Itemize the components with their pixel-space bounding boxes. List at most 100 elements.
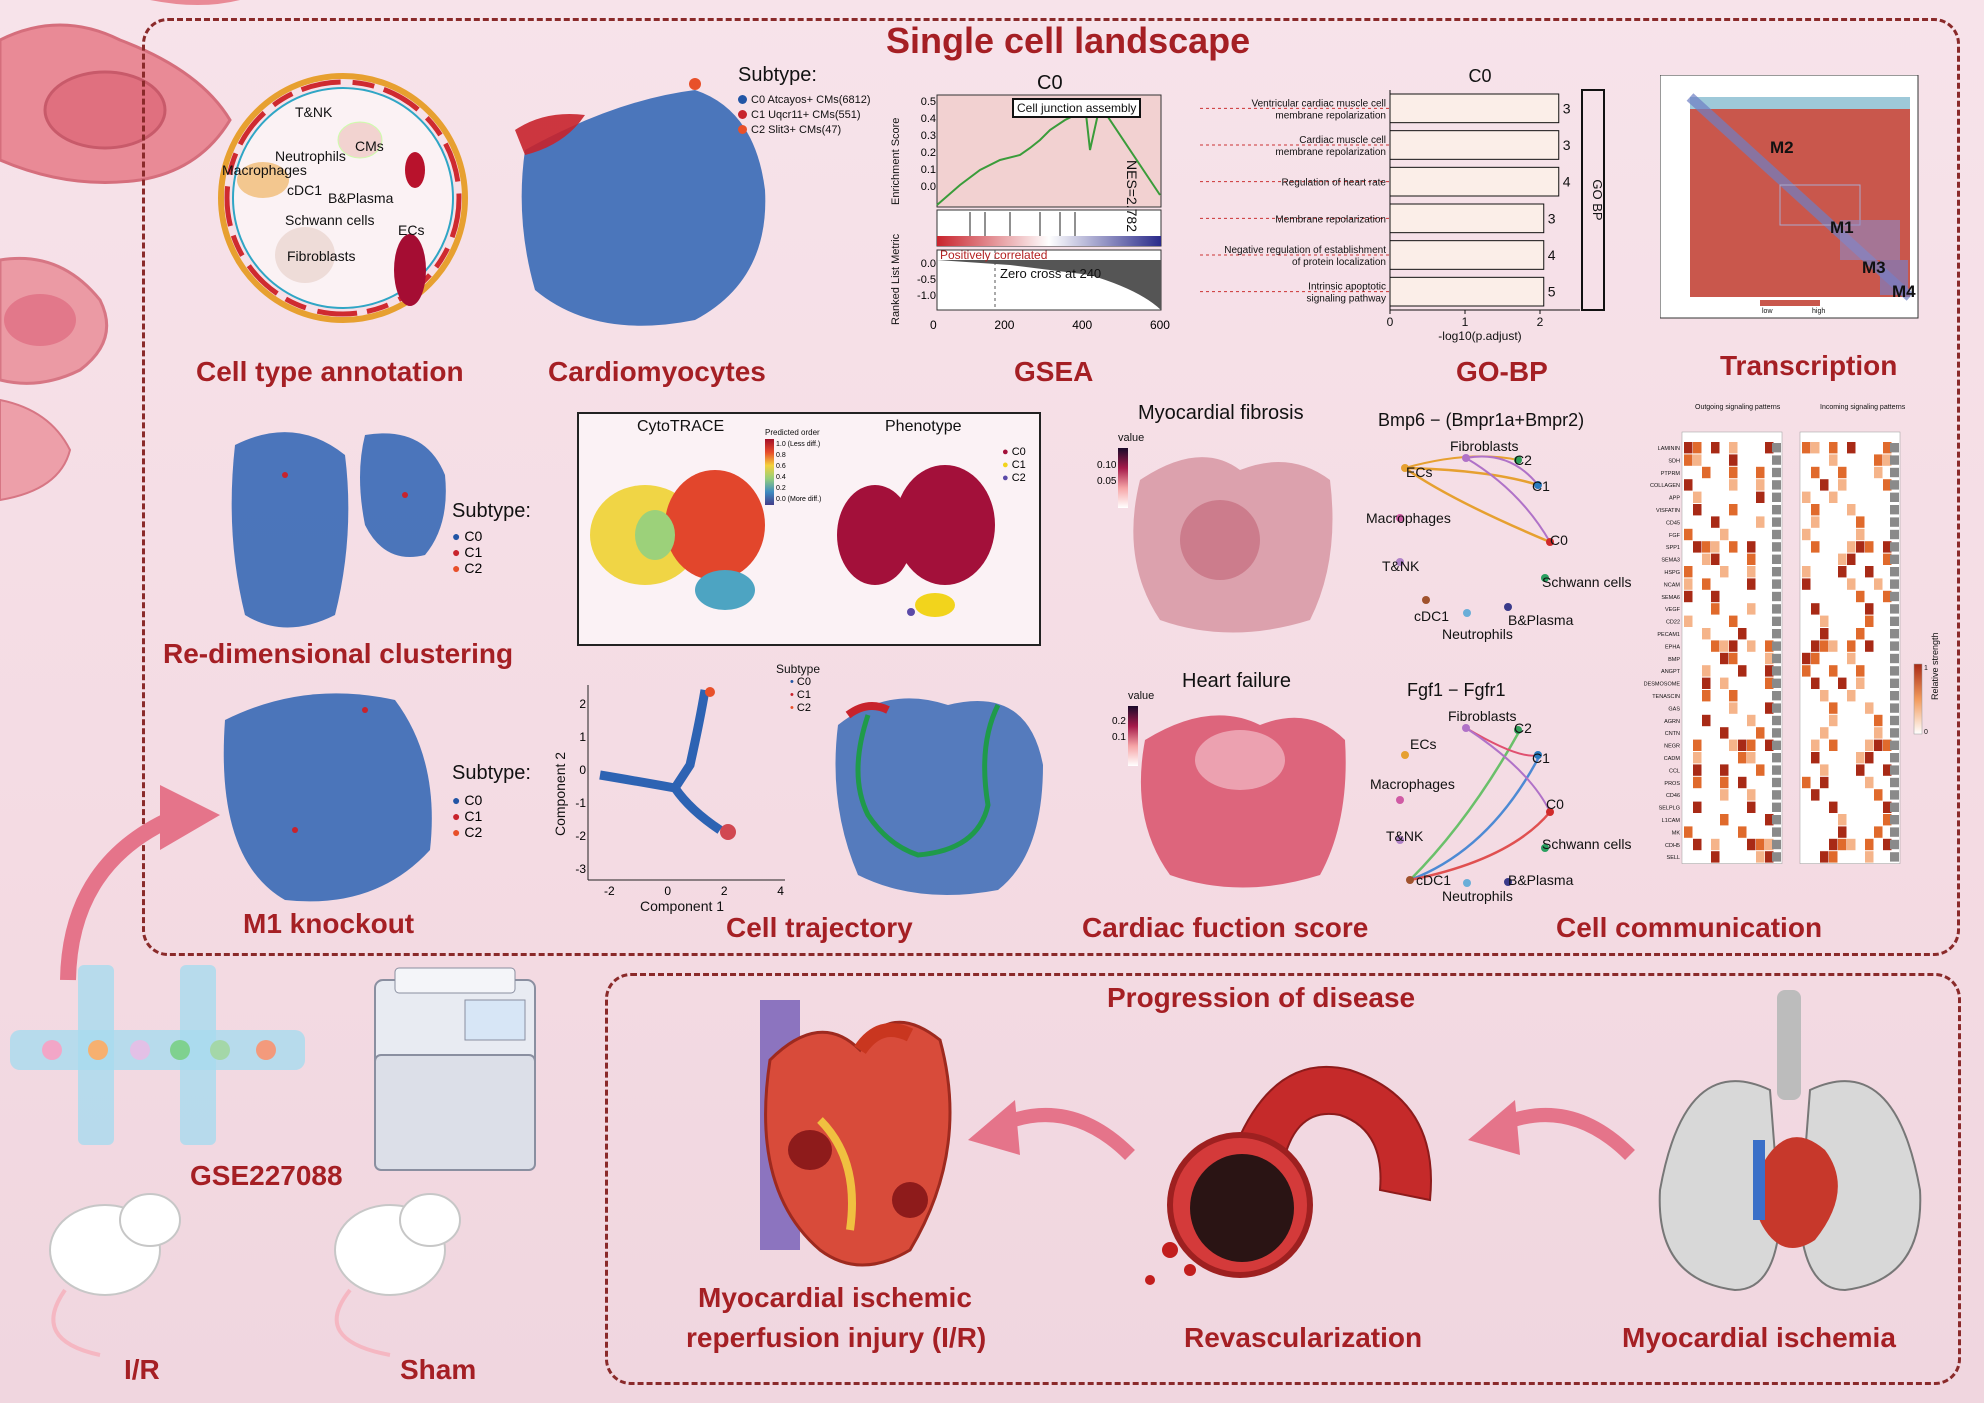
- incoming-heat-cell: [1856, 677, 1865, 689]
- incoming-heat-cell: [1856, 628, 1865, 640]
- outgoing-heat-cell: [1684, 615, 1693, 627]
- communication-heatmap: LAMININSDHPTPRMCOLLAGENAPPVISFATINCD45FG…: [1644, 431, 1928, 864]
- incoming-heat-cell: [1847, 504, 1856, 516]
- trajectory-plot: [587, 685, 785, 881]
- label-gsea: GSEA: [1014, 356, 1094, 387]
- outgoing-heat-cell: [1729, 615, 1738, 627]
- heatmap-row-label: SPP1: [1666, 545, 1680, 551]
- incoming-bar: [1890, 542, 1899, 552]
- outgoing-heat-cell: [1729, 652, 1738, 665]
- incoming-heat-cell: [1820, 851, 1829, 863]
- incoming-bar: [1890, 629, 1899, 639]
- heatmap-row-label: PTPRM: [1661, 471, 1681, 477]
- outgoing-heat-cell: [1720, 814, 1729, 826]
- incoming-heat-cell: [1820, 690, 1829, 702]
- incoming-bar: [1890, 691, 1899, 701]
- outgoing-heat-cell: [1756, 727, 1765, 739]
- outgoing-heat-cell: [1729, 442, 1738, 454]
- outgoing-bar: [1772, 529, 1781, 540]
- gobp-x-label: -log10(p.adjust): [1438, 329, 1521, 343]
- outgoing-heat-cell: [1738, 628, 1747, 640]
- redim-legend-c0: ● C0: [452, 528, 483, 544]
- outgoing-heat-cell: [1747, 640, 1756, 652]
- incoming-heat-cell: [1865, 752, 1874, 764]
- outgoing-bar: [1772, 492, 1781, 502]
- gobp-count-label: 3: [1548, 210, 1556, 226]
- outgoing-heat-cell: [1747, 578, 1756, 590]
- incoming-bar: [1890, 802, 1899, 812]
- incoming-heat-cell: [1802, 578, 1811, 590]
- incoming-bar: [1890, 529, 1899, 540]
- heatmap-row-label: BMP: [1668, 657, 1680, 663]
- heatmap-row-label: MK: [1672, 830, 1681, 836]
- outgoing-heat-cell: [1765, 665, 1774, 677]
- gobp-count-label: 4: [1563, 174, 1571, 190]
- incoming-heat-cell: [1847, 640, 1856, 652]
- heatmap-row-label: L1CAM: [1662, 818, 1681, 824]
- arrow-left-2-icon: [1468, 1100, 1635, 1160]
- incoming-heat-cell: [1820, 727, 1829, 739]
- heatmap-row-label: LAMININ: [1658, 446, 1680, 452]
- lab-illustration: [10, 965, 536, 1357]
- incoming-heat-cell: [1865, 739, 1874, 751]
- phenotype-legend-c2: ● C2: [1002, 472, 1026, 484]
- trajectory-x-label: Component 1: [640, 898, 725, 914]
- gobp-bar: [1389, 203, 1545, 234]
- relative-strength-tick-low: 0: [1924, 729, 1928, 736]
- outgoing-heat-cell: [1756, 479, 1765, 491]
- bmp6-network: [1396, 454, 1554, 617]
- incoming-heat-cell: [1883, 442, 1892, 454]
- gobp-bar: [1389, 130, 1560, 160]
- incoming-bar: [1890, 604, 1899, 614]
- gobp-bar: [1389, 276, 1545, 307]
- outgoing-heat-cell: [1720, 789, 1729, 801]
- outgoing-heat-cell: [1693, 776, 1702, 789]
- heatmap-row-label: CNTN: [1665, 731, 1680, 737]
- outgoing-heat-cell: [1693, 764, 1702, 776]
- label-cardiomyocytes: Cardiomyocytes: [548, 356, 766, 387]
- incoming-heat-cell: [1838, 479, 1847, 491]
- trajectory-legend: • C0 • C1 • C2: [790, 676, 811, 715]
- incoming-heat-cell: [1865, 566, 1874, 578]
- outgoing-heat-cell: [1711, 838, 1720, 851]
- incoming-bar: [1890, 678, 1899, 688]
- gobp-x-tick-label: 2: [1537, 315, 1544, 329]
- incoming-heat-cell: [1811, 739, 1820, 751]
- trajectory-umap: [835, 698, 1043, 895]
- incoming-bar: [1890, 765, 1899, 775]
- fgf1-title: Fgf1 − Fgfr1: [1407, 680, 1506, 700]
- outgoing-bar: [1772, 827, 1781, 837]
- outgoing-heat-cell: [1747, 603, 1756, 615]
- incoming-heat-cell: [1883, 801, 1892, 813]
- incoming-heat-cell: [1883, 553, 1892, 565]
- outgoing-bar: [1772, 480, 1781, 490]
- incoming-heat-cell: [1829, 702, 1838, 714]
- gobp-category-label: membrane repolarization: [1275, 110, 1386, 121]
- progression-title: Progression of disease: [1107, 982, 1416, 1013]
- single-cell-landscape-box: [142, 18, 1960, 956]
- heatmap-row-label: CD46: [1666, 793, 1680, 799]
- outgoing-heat-cell: [1702, 541, 1711, 553]
- incoming-bar: [1890, 579, 1899, 589]
- incoming-heat-cell: [1856, 541, 1865, 553]
- incoming-bar: [1890, 740, 1899, 750]
- outgoing-bar: [1772, 666, 1781, 676]
- gobp-count-label: 5: [1548, 284, 1556, 300]
- incoming-heat-cell: [1865, 640, 1874, 652]
- lungs-heart-image: [1658, 990, 1922, 1292]
- outgoing-bar: [1772, 517, 1781, 527]
- outgoing-heat-cell: [1747, 566, 1756, 578]
- outgoing-heat-cell: [1693, 504, 1702, 516]
- outgoing-heat-cell: [1765, 640, 1774, 652]
- m1-legend-c1: ● C1: [452, 808, 483, 824]
- progression-box: [605, 973, 1961, 1385]
- incoming-heat-cell: [1856, 764, 1865, 776]
- outgoing-heat-cell: [1684, 454, 1693, 466]
- incoming-heat-cell: [1811, 603, 1820, 615]
- outgoing-bar: [1772, 802, 1781, 812]
- trajectory-legend-c2: • C2: [790, 702, 811, 714]
- outgoing-heat-cell: [1693, 541, 1702, 553]
